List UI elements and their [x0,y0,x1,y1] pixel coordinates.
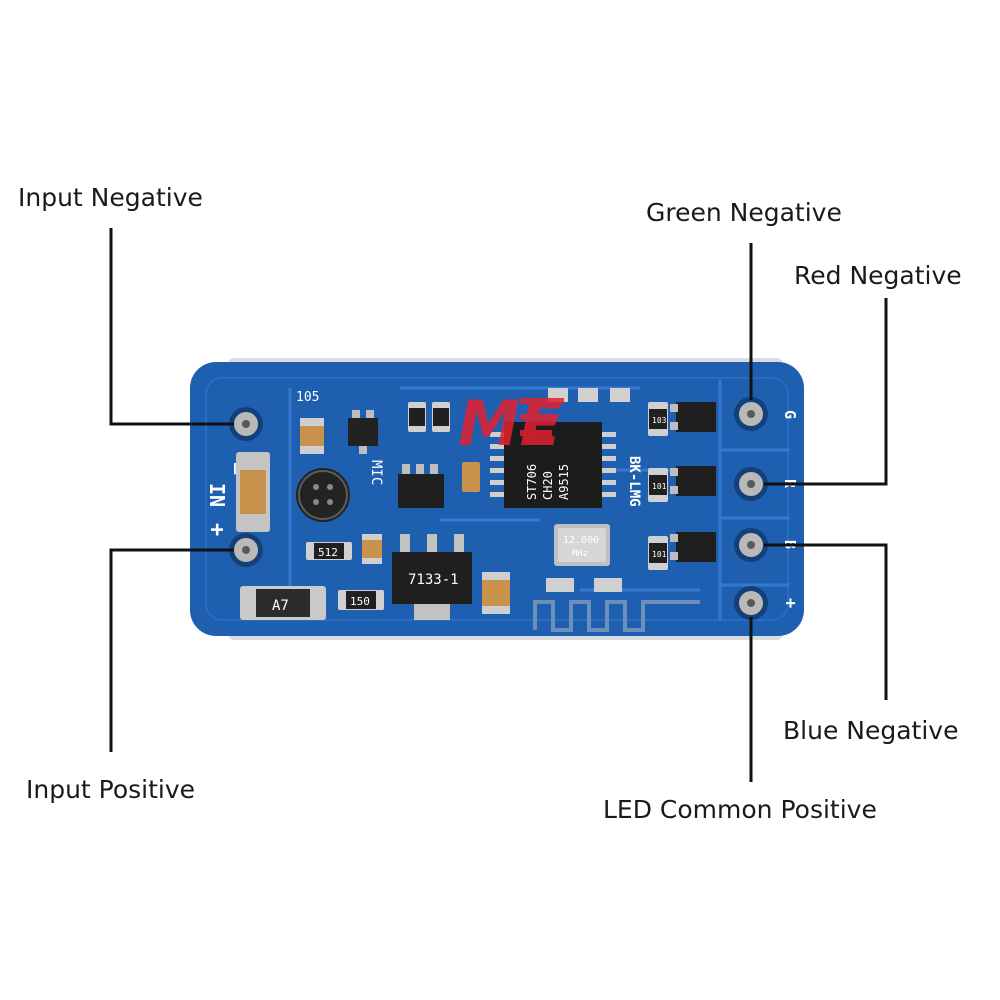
driver-green: 103 [648,402,716,436]
svg-text:A7: A7 [272,598,289,614]
svg-text:150: 150 [350,595,370,608]
leader-red-negative [764,298,888,486]
cap-top-mid [462,462,480,492]
cap-small-left [362,534,382,564]
svg-text:101: 101 [652,550,667,559]
voltage-regulator: 7133-1 [392,534,472,620]
silk-pad-plus: + [780,598,800,608]
blue-negative-pad [734,528,768,562]
ic-chip-icon: ST706 CH20 A9515 [490,422,616,508]
resistor-top-1 [408,402,426,432]
label-led-common-positive: LED Common Positive [603,795,877,824]
leader-input-negative [109,228,234,426]
crystal-oscillator-icon: 12.000 MHz [554,524,610,566]
label-green-negative: Green Negative [646,198,842,227]
svg-text:101: 101 [652,482,667,491]
svg-text:7133-1: 7133-1 [408,572,459,588]
label-input-positive: Input Positive [26,775,196,804]
silk-input-plus: + [204,523,229,536]
svg-text:CH20: CH20 [541,471,555,500]
svg-text:12.000: 12.000 [563,535,599,546]
resistor-512: 512 [306,542,352,560]
diode-a7: A7 [240,586,326,620]
driver-blue: 101 [648,532,716,570]
resistor-150: 150 [338,590,384,610]
label-input-negative: Input Negative [18,183,203,212]
leader-input-positive [109,548,234,752]
cap-mid [482,572,510,614]
silk-mic: MIC [368,460,384,485]
label-blue-negative: Blue Negative [783,716,959,745]
svg-text:A9515: A9515 [557,464,571,500]
svg-text:MHz: MHz [572,549,588,559]
pcb-board: − IN + A7 105 MIC [190,362,804,636]
input-negative-pad [229,407,263,441]
svg-text:ST706: ST706 [525,464,539,500]
cap-105: 105 [296,390,324,454]
green-negative-pad [734,397,768,431]
silk-pad-g: G [781,410,799,419]
silk-input-in: IN [205,483,229,507]
svg-text:103: 103 [652,416,667,425]
input-positive-pad [229,533,263,567]
silk-model: BK-LMG [626,456,642,507]
smd-near-crystal [546,578,622,592]
leader-blue-negative [764,543,888,700]
pcb-inner-outline [205,377,789,621]
svg-text:512: 512 [318,546,338,559]
leader-lines [109,228,888,782]
input-capacitor [236,452,270,532]
svg-text:ME: ME [458,387,562,460]
svg-text:105: 105 [296,390,319,405]
led-common-positive-pad [734,586,768,620]
red-negative-pad [734,467,768,501]
transistor-left [348,410,378,454]
pcb-antenna [533,600,700,632]
pcb-traces [288,380,790,620]
driver-red: 101 [648,466,716,502]
label-red-negative: Red Negative [794,261,962,290]
microphone-icon [296,468,350,522]
mosfet-mid [398,464,444,508]
resistor-top-2 [432,402,450,432]
brand-logo: ME [458,387,564,460]
